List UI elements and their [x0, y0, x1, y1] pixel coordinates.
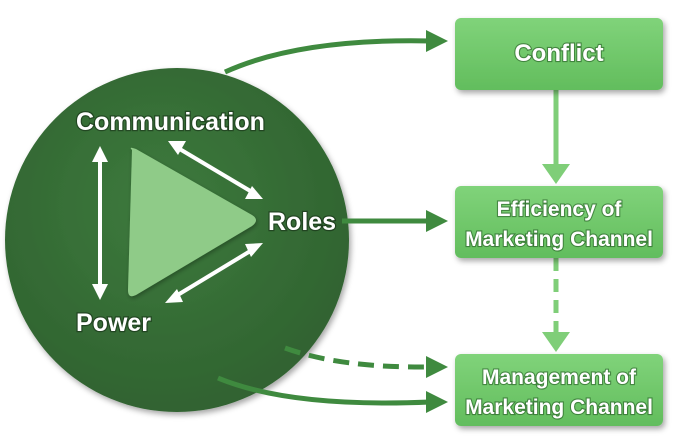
connector-head-management-icon — [542, 332, 570, 352]
arrow-communication-roles — [176, 146, 254, 194]
box-management-line1: Management of — [482, 366, 637, 389]
arrow-circle-to-management-dashed — [284, 345, 431, 370]
internal-arrows — [92, 141, 263, 303]
arrow-circle-to-conflict — [223, 38, 433, 75]
label-communication: Communication — [76, 108, 265, 136]
box-efficiency-line2: Marketing Channel — [465, 228, 653, 251]
arrow-head-roles-bottom-icon — [245, 243, 263, 257]
arrow-head-down-icon — [92, 284, 108, 300]
box-efficiency: Efficiency of Marketing Channel — [455, 186, 663, 258]
arrow-head-management-dashed-icon — [426, 356, 448, 378]
play-triangle — [128, 147, 256, 297]
arrow-head-comm-icon — [168, 141, 186, 155]
arrow-head-management-icon — [426, 391, 448, 413]
connector-head-efficiency-icon — [542, 164, 570, 184]
box-conflict: Conflict — [455, 18, 663, 90]
box-management-line2: Marketing Channel — [465, 396, 653, 419]
arrow-head-up-icon — [92, 146, 108, 162]
arrow-head-power-icon — [165, 289, 183, 303]
label-power: Power — [76, 309, 151, 337]
box-conflict-label: Conflict — [514, 40, 603, 67]
arrow-head-efficiency-icon — [426, 210, 448, 232]
arrow-circle-to-management — [217, 375, 431, 406]
arrow-head-conflict-icon — [426, 30, 448, 52]
arrow-head-roles-top-icon — [245, 186, 263, 199]
arrow-roles-power — [174, 248, 254, 298]
box-efficiency-line1: Efficiency of — [497, 198, 623, 221]
box-management: Management of Marketing Channel — [455, 354, 663, 426]
label-roles: Roles — [268, 208, 336, 236]
